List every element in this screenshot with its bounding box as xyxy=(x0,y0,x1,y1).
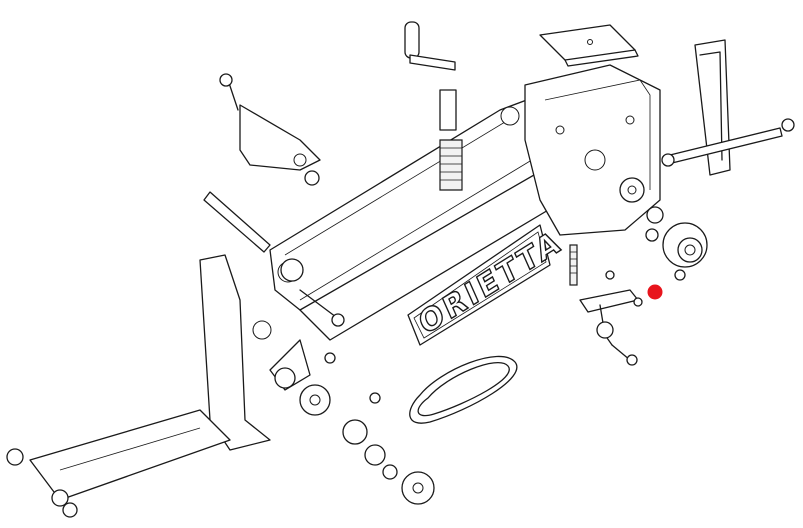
sprocket-set xyxy=(299,352,435,505)
tension-bracket xyxy=(569,244,643,366)
crank-handle xyxy=(404,21,463,191)
gearbox-side-plate xyxy=(524,64,661,236)
lower-frame xyxy=(6,254,311,518)
red-marker-dot xyxy=(647,284,663,300)
handle-bracket xyxy=(661,39,795,176)
main-frame-beam xyxy=(269,94,566,341)
drive-belt xyxy=(409,355,518,424)
adjust-lever xyxy=(219,73,321,186)
top-cover-plate xyxy=(539,24,639,67)
wheel-hub xyxy=(619,177,708,281)
pivot-shaft xyxy=(203,191,345,327)
